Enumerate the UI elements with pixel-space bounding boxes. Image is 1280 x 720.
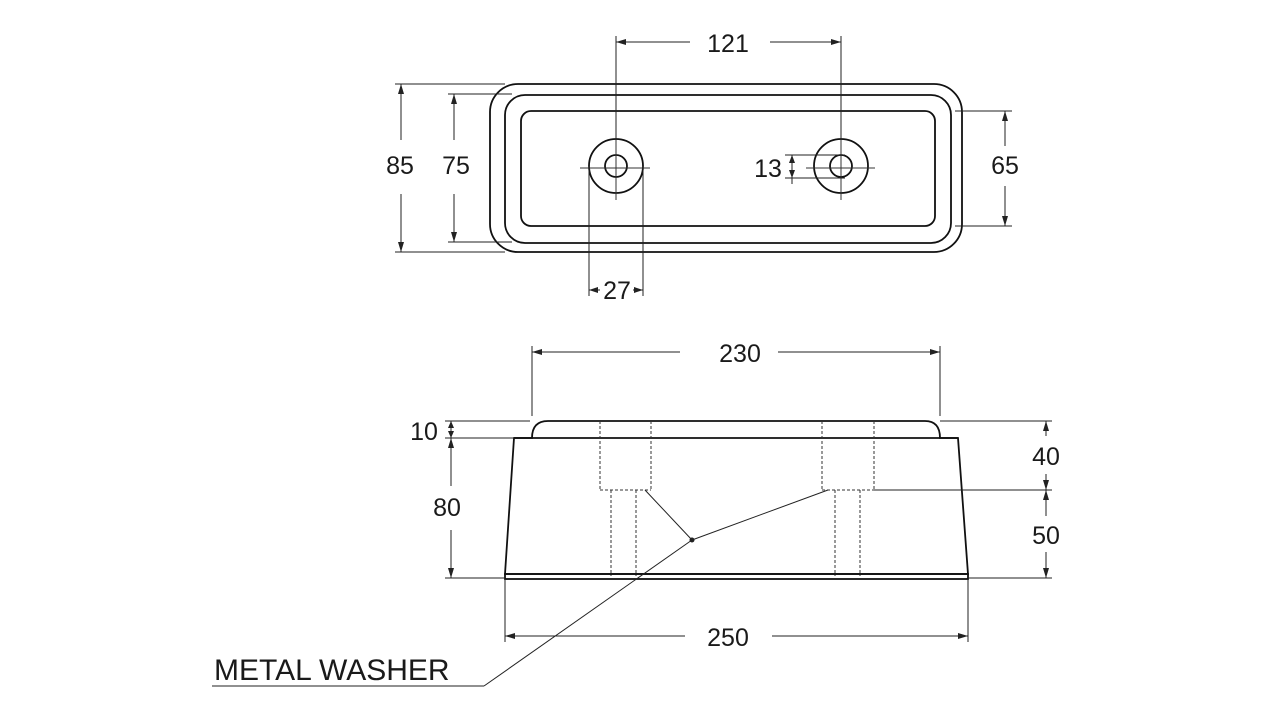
- right-hidden-hole: [821, 421, 875, 576]
- top-view: 121 85 75 13: [386, 30, 1019, 305]
- side-view-top-cap: [514, 420, 958, 439]
- dim-end-height-label: 65: [991, 152, 1019, 180]
- side-view-body: [504, 437, 969, 575]
- dim-lower-depth-label: 50: [1032, 522, 1060, 550]
- dim-hole-spacing-label: 121: [707, 30, 749, 58]
- side-view-base-plate: [504, 573, 969, 580]
- dim-hole-offset: 27: [588, 166, 644, 305]
- dim-upper-depth-label: 40: [1032, 443, 1060, 471]
- side-view: 230 10 80: [212, 340, 1060, 687]
- dim-hole-diameter-label: 13: [754, 155, 782, 183]
- dim-base-height: 80: [433, 438, 505, 579]
- left-hidden-hole: [599, 421, 652, 576]
- top-view-inner-outline: [520, 110, 936, 227]
- washer-leader: [212, 489, 829, 687]
- right-hole: [806, 134, 875, 200]
- dim-right-depths: 40 50: [874, 420, 1060, 579]
- top-view-outer-outline: [489, 83, 963, 253]
- dim-base-height-label: 80: [433, 494, 461, 522]
- dim-top-width: 230: [531, 340, 941, 416]
- dim-hole-spacing: 121: [615, 30, 842, 140]
- dim-top-thickness: 10: [410, 418, 530, 446]
- dim-outer-height: 85: [386, 83, 505, 253]
- dim-top-thickness-label: 10: [410, 418, 438, 446]
- dim-inner-height: 75: [442, 93, 512, 243]
- dim-hole-diameter: 13: [754, 154, 845, 184]
- dim-end-height: 65: [955, 110, 1019, 227]
- dim-outer-height-label: 85: [386, 152, 414, 180]
- dim-top-width-label: 230: [719, 340, 761, 368]
- dim-hole-offset-label: 27: [603, 277, 631, 305]
- dim-base-width-label: 250: [707, 624, 749, 652]
- metal-washer-label: METAL WASHER: [214, 654, 450, 687]
- top-view-mid-outline: [504, 94, 952, 244]
- dim-base-width: 250: [504, 579, 969, 652]
- left-hole: [580, 134, 650, 200]
- dim-inner-height-label: 75: [442, 152, 470, 180]
